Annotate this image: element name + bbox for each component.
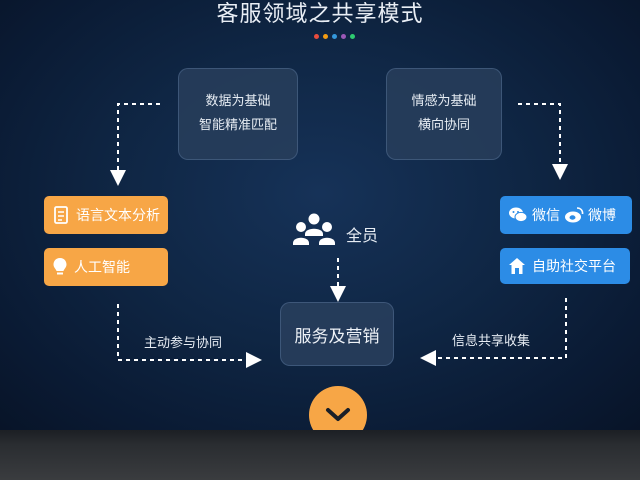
next-slide-button[interactable] xyxy=(309,386,367,430)
card-emotion-foundation: 情感为基础 横向协同 xyxy=(386,68,502,160)
tag-label: 微博 xyxy=(588,208,616,224)
service-label: 服务及营销 xyxy=(294,326,380,347)
flow-arrows xyxy=(110,103,568,368)
group-icon xyxy=(293,213,335,245)
card-line: 智能精准匹配 xyxy=(198,118,277,133)
flow-label-right: 信息共享收集 xyxy=(452,334,531,349)
presentation-slide: 客服领域之共享模式 数据为基础 智能精准匹配 情感为基础 横向协同 xyxy=(0,0,640,430)
slide-dot[interactable] xyxy=(341,34,346,39)
card-data-foundation: 数据为基础 智能精准匹配 xyxy=(178,68,298,160)
card-line: 横向协同 xyxy=(417,118,470,133)
tag-wechat-weibo: 微信 微博 xyxy=(500,196,632,234)
slide-dot[interactable] xyxy=(314,34,319,39)
chevron-down-icon xyxy=(326,408,350,421)
tag-label: 语言文本分析 xyxy=(76,208,160,224)
tag-text-analysis: 语言文本分析 xyxy=(44,196,168,234)
slide-dots xyxy=(314,34,355,39)
tag-label: 微信 xyxy=(532,208,560,224)
arrow-left-to-service xyxy=(117,304,262,368)
arrow-left-down xyxy=(110,103,160,186)
flow-label-left: 主动参与协同 xyxy=(144,336,223,351)
tag-self-service-social: 自助社交平台 xyxy=(500,248,630,284)
weibo-icon xyxy=(565,207,584,223)
slide-dot[interactable] xyxy=(332,34,337,39)
service-marketing-box: 服务及营销 xyxy=(280,302,394,366)
document-icon xyxy=(54,206,68,224)
people-label: 全员 xyxy=(346,226,379,245)
wechat-icon xyxy=(509,207,528,223)
screen-bezel xyxy=(0,430,640,480)
slide-title: 客服领域之共享模式 xyxy=(216,2,424,27)
slide-dot[interactable] xyxy=(350,34,355,39)
lightbulb-icon xyxy=(53,258,67,275)
home-icon xyxy=(509,258,525,274)
card-line: 数据为基础 xyxy=(205,94,271,109)
arrow-right-down xyxy=(518,103,568,180)
card-line: 情感为基础 xyxy=(411,94,477,109)
slide-dot[interactable] xyxy=(323,34,328,39)
tag-label: 人工智能 xyxy=(74,260,130,276)
arrow-right-to-service xyxy=(420,298,567,366)
tag-ai: 人工智能 xyxy=(44,248,168,286)
tag-label: 自助社交平台 xyxy=(532,259,616,275)
